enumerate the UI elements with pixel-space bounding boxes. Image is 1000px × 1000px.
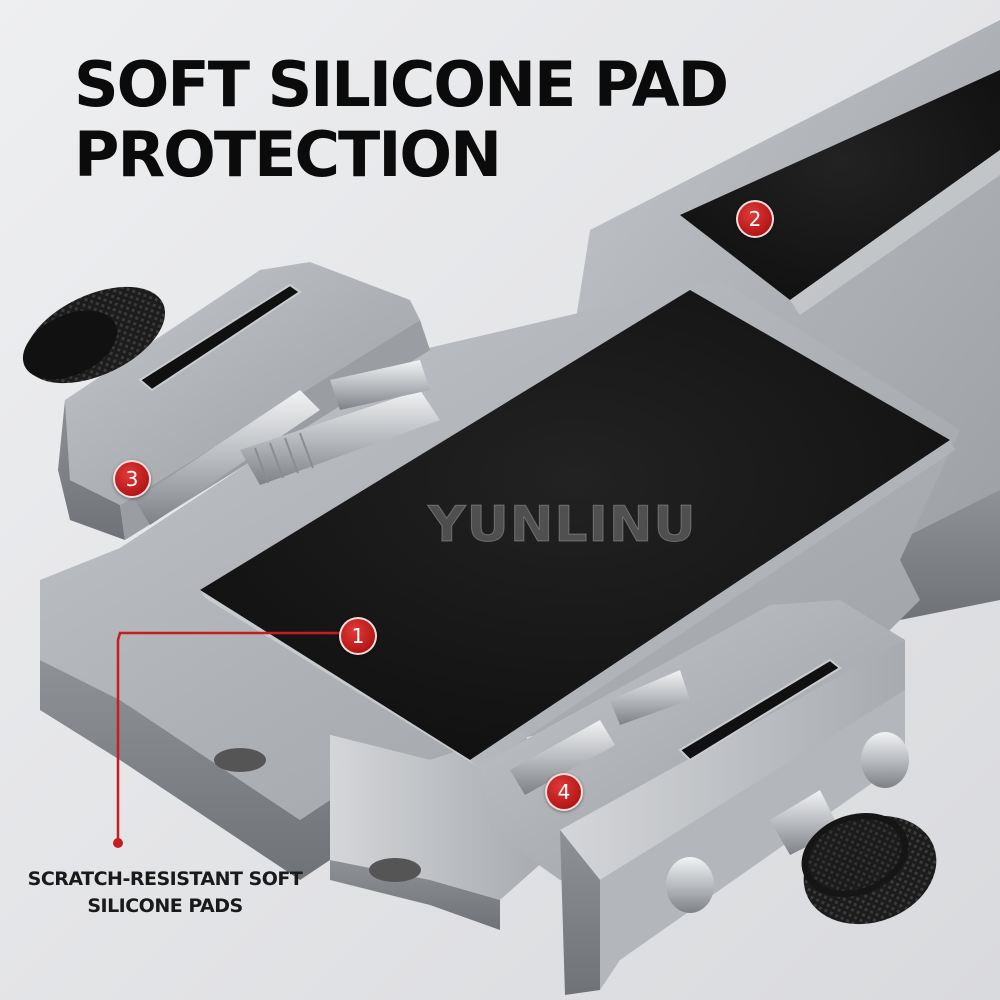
marker-2: 2 [736,200,774,238]
caption-line-1: SCRATCH-RESISTANT SOFT [27,868,303,890]
pin-bottom [666,857,714,913]
callout-line [116,631,340,840]
callout-dot [113,838,123,848]
clamp-upper-left [22,262,440,540]
foot [369,858,421,882]
silicone-pad-2 [680,70,1000,300]
marker-3: 3 [113,460,151,498]
clamp-lower-right [480,600,937,995]
marker-4: 4 [545,773,583,811]
callout-caption: SCRATCH-RESISTANT SOFT SILICONE PADS [0,866,330,920]
caption-line-2: SILICONE PADS [87,895,243,917]
pin-right [861,732,909,788]
marker-1: 1 [339,617,377,655]
headline: SOFT SILICONE PAD PROTECTION [74,48,729,191]
foot [214,748,266,772]
headline-line-1: SOFT SILICONE PAD [74,48,729,121]
brand-watermark: YUNLINU [428,496,697,554]
silicone-pad-1 [200,290,950,760]
headline-line-2: PROTECTION [74,118,502,191]
